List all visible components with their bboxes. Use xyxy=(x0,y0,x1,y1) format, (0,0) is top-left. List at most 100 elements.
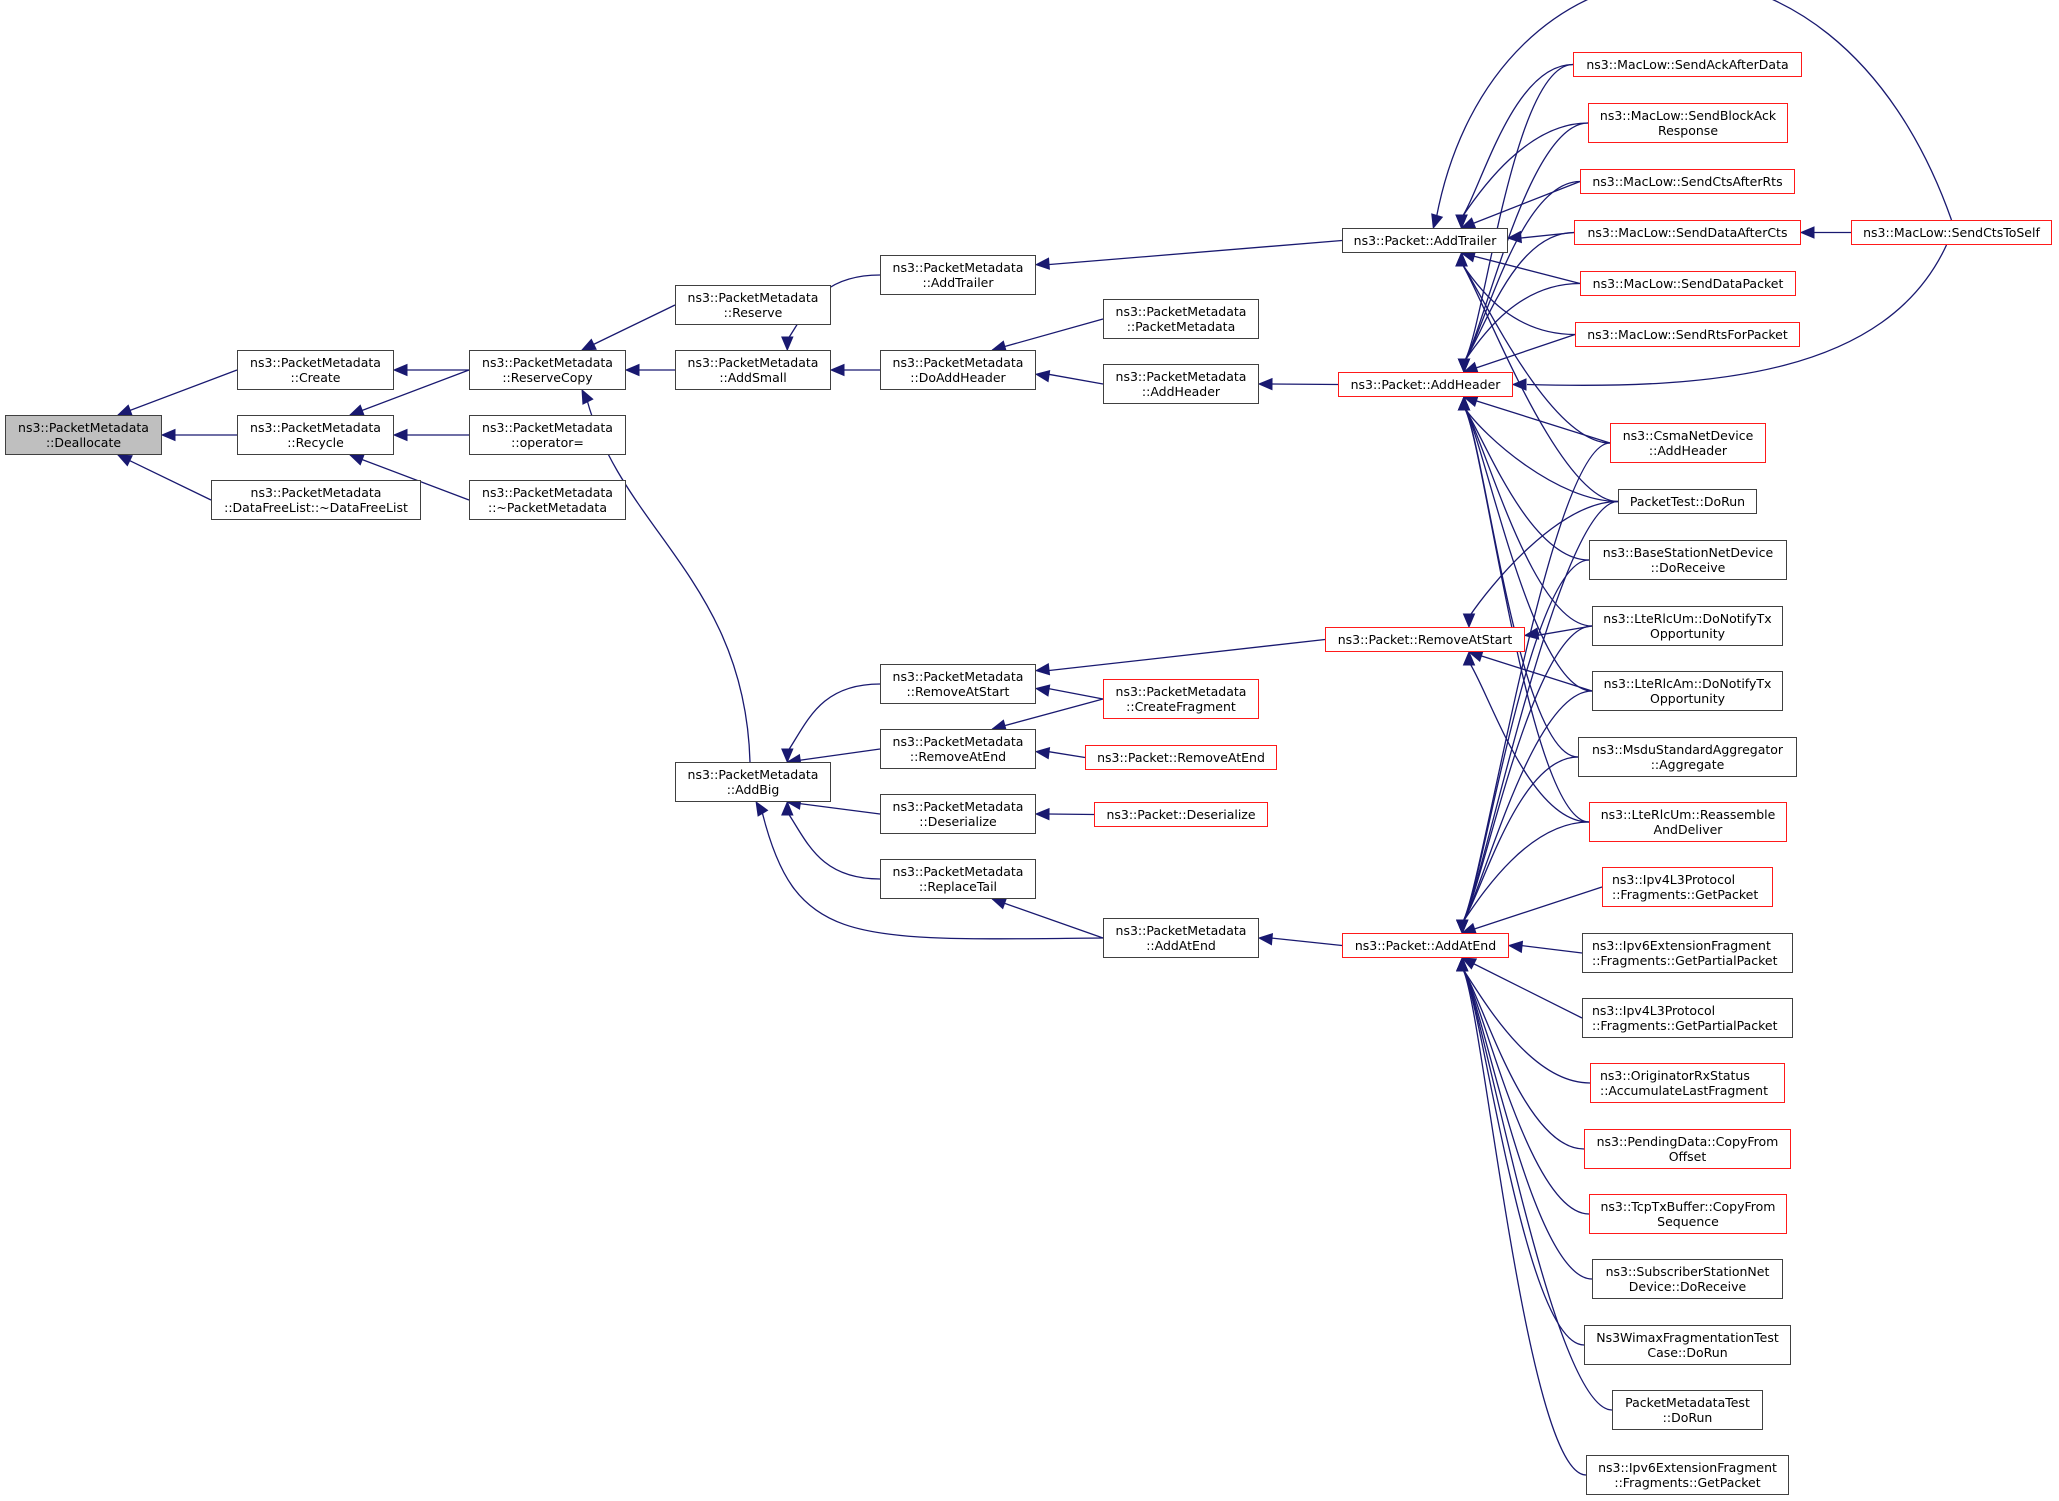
graph-node-reservecopy[interactable]: ns3::PacketMetadata::ReserveCopy xyxy=(469,350,626,390)
node-label-line: ns3::MacLow::SendRtsForPacket xyxy=(1587,327,1788,342)
graph-node-pm-addatend[interactable]: ns3::PacketMetadata::AddAtEnd xyxy=(1103,918,1259,958)
node-label-line: ::AddHeader xyxy=(1141,384,1221,399)
edge-createfragment-to-pm_removeatend xyxy=(992,698,1104,730)
graph-node-p-removeatend[interactable]: ns3::Packet::RemoveAtEnd xyxy=(1085,745,1277,770)
node-label-line: ns3::PacketMetadata xyxy=(687,767,819,782)
edge-p_removeatstart-to-pm_removeatstart xyxy=(1047,638,1326,672)
arrowhead-icon xyxy=(1034,746,1051,760)
node-label-line: ns3::Ipv4L3Protocol xyxy=(1592,1003,1716,1018)
node-label-line: ns3::MacLow::SendAckAfterData xyxy=(1586,57,1789,72)
graph-node-ipv4-getpacket[interactable]: ns3::Ipv4L3Protocol::Fragments::GetPacke… xyxy=(1602,867,1773,907)
graph-node-pm-ctor[interactable]: ns3::PacketMetadata::PacketMetadata xyxy=(1103,299,1259,339)
graph-node-sendrtsforpacket[interactable]: ns3::MacLow::SendRtsForPacket xyxy=(1575,322,1800,347)
graph-node-datafreelist[interactable]: ns3::PacketMetadata::DataFreeList::~Data… xyxy=(211,480,421,520)
edge-pm_removeatend-to-addbig xyxy=(787,748,881,763)
graph-node-dtor[interactable]: ns3::PacketMetadata::~PacketMetadata xyxy=(469,480,626,520)
graph-node-doaddheader[interactable]: ns3::PacketMetadata::DoAddHeader xyxy=(880,350,1036,390)
node-label-line: ::Aggregate xyxy=(1650,757,1725,772)
node-label-line: ns3::Packet::Deserialize xyxy=(1106,807,1256,822)
node-label-line: ::DoRun xyxy=(1662,1410,1713,1425)
node-label-line: Response xyxy=(1657,123,1719,138)
graph-node-ipv6-getpartial[interactable]: ns3::Ipv6ExtensionFragment::Fragments::G… xyxy=(1582,933,1793,973)
node-label-line: PacketMetadataTest xyxy=(1625,1395,1750,1410)
edge-senddatapacket-to-p_addheader xyxy=(1463,282,1581,363)
graph-node-pm-removeatend[interactable]: ns3::PacketMetadata::RemoveAtEnd xyxy=(880,729,1036,769)
graph-node-replacetail[interactable]: ns3::PacketMetadata::ReplaceTail xyxy=(880,859,1036,899)
graph-node-addbig[interactable]: ns3::PacketMetadata::AddBig xyxy=(675,762,831,802)
edge-p_deserialize-to-pm_deserialize xyxy=(1047,813,1095,816)
graph-node-senddatapacket[interactable]: ns3::MacLow::SendDataPacket xyxy=(1580,271,1796,296)
graph-node-originator[interactable]: ns3::OriginatorRxStatus::AccumulateLastF… xyxy=(1590,1063,1785,1103)
edge-basestation-to-p_addatend xyxy=(1461,559,1590,924)
node-label-line: ns3::LteRlcUm::Reassemble xyxy=(1600,807,1776,822)
graph-node-p-deserialize[interactable]: ns3::Packet::Deserialize xyxy=(1094,802,1268,827)
graph-node-reserve[interactable]: ns3::PacketMetadata::Reserve xyxy=(675,285,831,325)
graph-node-ipv4-getpartial[interactable]: ns3::Ipv4L3Protocol::Fragments::GetParti… xyxy=(1582,998,1793,1038)
node-label-line: ::RemoveAtStart xyxy=(906,684,1010,699)
graph-node-sendctstoself[interactable]: ns3::MacLow::SendCtsToSelf xyxy=(1851,220,2052,245)
arrowhead-icon xyxy=(348,404,365,417)
graph-edges xyxy=(116,0,1953,1476)
edge-p_removeatend-to-pm_removeatend xyxy=(1047,750,1086,759)
graph-node-sendctsafterrts[interactable]: ns3::MacLow::SendCtsAfterRts xyxy=(1580,169,1795,194)
graph-node-pm-removeatstart[interactable]: ns3::PacketMetadata::RemoveAtStart xyxy=(880,664,1036,704)
graph-node-create[interactable]: ns3::PacketMetadata::Create xyxy=(237,350,394,390)
node-label-line: ns3::PacketMetadata xyxy=(892,260,1024,275)
graph-node-p-removeatstart[interactable]: ns3::Packet::RemoveAtStart xyxy=(1325,627,1525,652)
graph-node-createfragment[interactable]: ns3::PacketMetadata::CreateFragment xyxy=(1103,679,1259,719)
graph-node-basestation[interactable]: ns3::BaseStationNetDevice::DoReceive xyxy=(1589,540,1787,580)
graph-node-p-addheader[interactable]: ns3::Packet::AddHeader xyxy=(1338,372,1513,397)
node-label-line: ns3::PacketMetadata xyxy=(482,420,613,435)
node-label-line: ns3::MacLow::SendCtsAfterRts xyxy=(1592,174,1783,189)
graph-node-ipv6-getpacket[interactable]: ns3::Ipv6ExtensionFragment::Fragments::G… xyxy=(1586,1455,1789,1495)
graph-node-packettest[interactable]: PacketTest::DoRun xyxy=(1618,489,1757,514)
arrowhead-icon xyxy=(1461,957,1478,970)
arrowhead-icon xyxy=(1799,226,1815,239)
graph-node-pm-deserialize[interactable]: ns3::PacketMetadata::Deserialize xyxy=(880,794,1036,834)
edge-lterlcam_tx-to-p_addatend xyxy=(1461,690,1593,924)
arrowhead-icon xyxy=(1506,230,1522,244)
node-label-line: ::ReplaceTail xyxy=(918,879,998,894)
node-label-line: ns3::PacketMetadata xyxy=(250,355,381,370)
node-label-line: ::AddAtEnd xyxy=(1146,938,1216,953)
node-label-line: ns3::MacLow::SendDataAfterCts xyxy=(1587,225,1788,240)
graph-node-pm-addtrailer[interactable]: ns3::PacketMetadata::AddTrailer xyxy=(880,255,1036,295)
edge-pendingdata-to-p_addatend xyxy=(1461,967,1585,1150)
edge-senddatapacket-to-p_addtrailer xyxy=(1461,252,1581,285)
graph-node-pm-addheader[interactable]: ns3::PacketMetadata::AddHeader xyxy=(1103,364,1259,404)
node-label-line: ns3::PacketMetadata xyxy=(250,485,382,500)
edge-sendctstoself-to-p_addtrailer xyxy=(1435,0,1953,221)
graph-node-sendackafterdata[interactable]: ns3::MacLow::SendAckAfterData xyxy=(1573,52,1802,77)
graph-node-operator-assign[interactable]: ns3::PacketMetadata::operator= xyxy=(469,415,626,455)
graph-node-senddataaftercts[interactable]: ns3::MacLow::SendDataAfterCts xyxy=(1574,220,1801,245)
arrowhead-icon xyxy=(1257,932,1274,946)
graph-node-p-addatend[interactable]: ns3::Packet::AddAtEnd xyxy=(1342,933,1509,958)
arrowhead-icon xyxy=(1462,613,1476,629)
graph-node-addsmall[interactable]: ns3::PacketMetadata::AddSmall xyxy=(675,350,831,390)
node-label-line: ns3::PendingData::CopyFrom xyxy=(1596,1134,1779,1149)
arrowhead-icon xyxy=(580,338,597,351)
graph-node-csma-addheader[interactable]: ns3::CsmaNetDevice::AddHeader xyxy=(1610,423,1766,463)
edge-packettest-to-p_addheader xyxy=(1463,406,1619,503)
node-label-line: ns3::Packet::AddTrailer xyxy=(1353,233,1497,248)
node-label-line: ::Fragments::GetPacket xyxy=(1612,887,1759,902)
edge-pm_addheader-to-doaddheader xyxy=(1047,373,1104,385)
node-label-line: ns3::Ipv6ExtensionFragment xyxy=(1592,938,1771,953)
graph-node-recycle[interactable]: ns3::PacketMetadata::Recycle xyxy=(237,415,394,455)
node-label-line: ::Deallocate xyxy=(45,435,122,450)
node-label-line: ns3::PacketMetadata xyxy=(892,864,1024,879)
graph-node-p-addtrailer[interactable]: ns3::Packet::AddTrailer xyxy=(1342,228,1508,253)
node-label-line: ::AddTrailer xyxy=(922,275,994,290)
graph-node-pmtest[interactable]: PacketMetadataTest::DoRun xyxy=(1612,1390,1763,1430)
graph-node-msdu[interactable]: ns3::MsduStandardAggregator::Aggregate xyxy=(1578,737,1797,777)
node-label-line: ns3::PacketMetadata xyxy=(687,355,819,370)
